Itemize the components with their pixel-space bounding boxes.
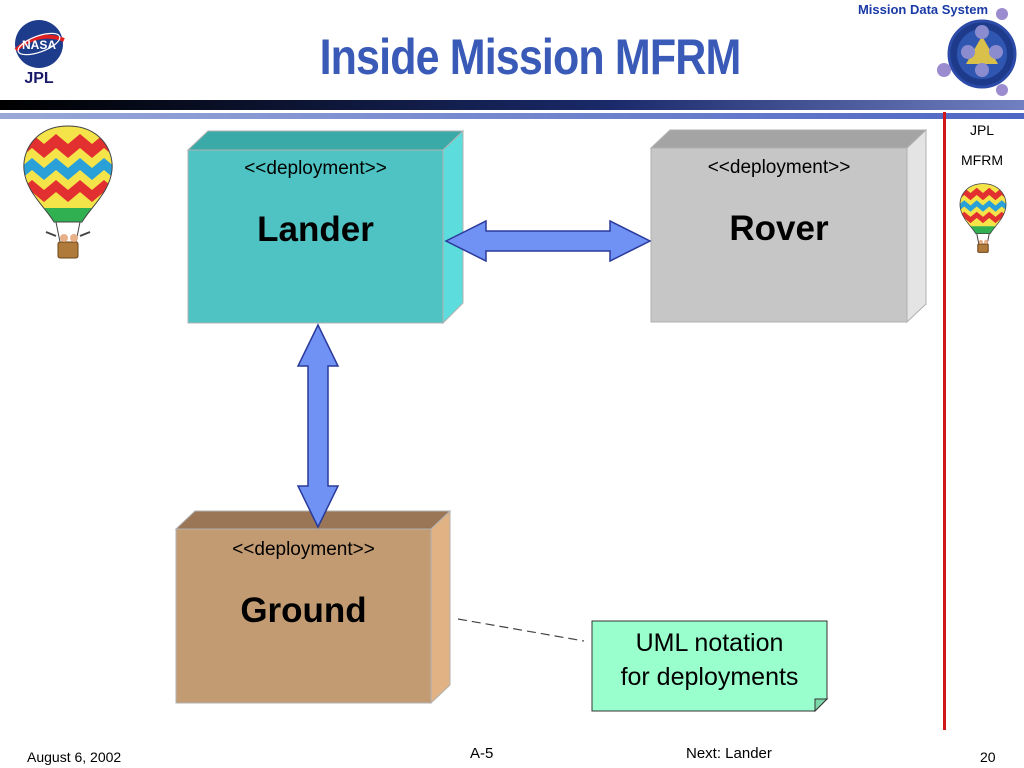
mission-data-system-label: Mission Data System [857,2,988,17]
uml-note [591,620,829,713]
nasa-logo-text: NASA [22,38,56,52]
footer-page-number: 20 [980,749,996,765]
note-connector [457,618,585,642]
rover-node[interactable] [649,128,928,324]
lander-ground-arrow [296,323,340,529]
sidebar-jpl-label: JPL [969,122,995,138]
sidebar-mfrm-label: MFRM [961,152,1003,168]
footer-date: August 6, 2002 [27,749,122,765]
footer-next-link[interactable]: Next: Lander [686,745,772,762]
ground-name: Ground [240,591,367,630]
header-divider-dark [0,100,1024,110]
header-divider-light [0,113,1024,119]
lander-rover-arrow [444,219,652,263]
note-line-1: UML notation [635,629,784,657]
note-line-2: for deployments [620,663,799,691]
rover-stereotype: <<deployment>> [707,157,851,178]
mds-emblem-icon [937,8,1017,96]
lander-name: Lander [257,210,374,249]
nasa-jpl-logo: NASA JPL [14,20,65,86]
small-hot-air-balloon-icon [959,183,1007,253]
page-title: Inside Mission MFRM [319,29,742,85]
ground-stereotype: <<deployment>> [232,539,375,560]
lander-stereotype: <<deployment>> [244,158,387,179]
ground-node[interactable] [174,509,452,705]
hot-air-balloon-icon [23,125,113,259]
footer-section: A-5 [470,745,494,762]
rover-name: Rover [729,209,829,248]
lander-node[interactable] [186,129,465,325]
jpl-logo-text: JPL [24,70,54,86]
sidebar-divider [943,112,946,730]
